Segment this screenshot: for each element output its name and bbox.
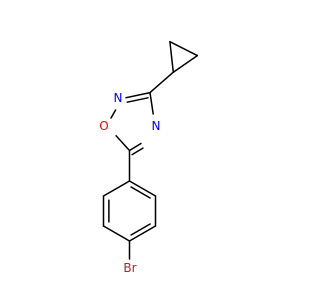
bond-cyclopropyl-right-left	[172, 54, 199, 73]
atom-br: Br	[123, 261, 136, 275]
bond-ring-c6-c1	[102, 180, 131, 197]
atom-n-top: N	[114, 91, 123, 105]
bond-c5-n4	[128, 142, 142, 152]
bond-n2-o1	[110, 109, 117, 119]
atom-o-ring: O	[99, 119, 108, 133]
bond-n4-c3	[149, 91, 154, 115]
bond-cyclopropyl-to-c3	[149, 71, 175, 94]
bond-ring-c1-c2	[128, 180, 157, 197]
bond-cyclopropyl-top-right	[169, 40, 199, 57]
bond-ring-c3-c4	[128, 225, 157, 242]
atom-labels: N O N Br	[99, 91, 160, 275]
bond-c3-n2	[125, 91, 151, 99]
bonds	[102, 40, 199, 260]
bond-c3-n2-double	[126, 97, 149, 103]
bond-c5-n4-double	[131, 147, 144, 156]
bond-o1-c5	[115, 135, 131, 152]
atom-n-right: N	[152, 119, 161, 133]
bond-ring-c4-c5	[102, 225, 131, 242]
molecule-structure: N O N Br	[99, 40, 199, 275]
bond-ring-inner-2	[130, 223, 151, 236]
bond-cyclopropyl-left-top	[169, 40, 175, 73]
bond-ring-inner-1	[130, 186, 151, 199]
